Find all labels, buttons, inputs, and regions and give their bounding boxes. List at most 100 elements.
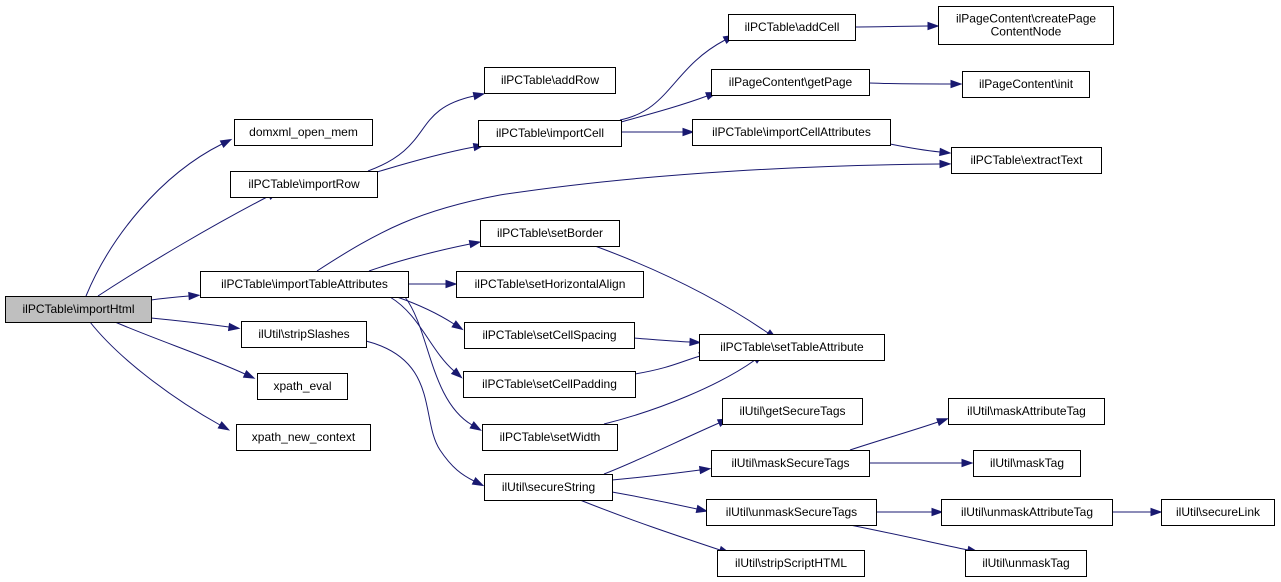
- edge-addCell-to-createPageContentNode: [854, 21, 940, 31]
- node-importCell[interactable]: ilPCTable\importCell: [478, 120, 622, 147]
- node-box: [717, 550, 865, 577]
- node-label: ilPCTable\importTableAttributes: [221, 277, 388, 291]
- node-label: ilUtil\stripSlashes: [258, 327, 349, 341]
- node-label: domxml_open_mem: [249, 125, 358, 139]
- node-importRow[interactable]: ilPCTable\importRow: [230, 171, 378, 198]
- node-label: ilPCTable\extractText: [970, 153, 1083, 167]
- node-box: [241, 321, 367, 348]
- node-label: ilPCTable\importCellAttributes: [712, 125, 871, 139]
- node-box: [484, 474, 613, 501]
- node-extractText[interactable]: ilPCTable\extractText: [951, 147, 1102, 174]
- edge-setCellPadding-to-setTableAttribute: [634, 352, 712, 375]
- node-unmaskSecureTags[interactable]: ilUtil\unmaskSecureTags: [706, 499, 877, 526]
- node-label: ilPCTable\addCell: [745, 20, 840, 34]
- edge-secureString-to-maskSecureTags: [611, 465, 712, 481]
- node-importTableAttributes[interactable]: ilPCTable\importTableAttributes: [200, 271, 409, 298]
- edge-importHtml-to-importTableAttributes: [150, 291, 201, 301]
- node-box: [464, 322, 635, 349]
- node-setWidth[interactable]: ilPCTable\setWidth: [482, 424, 618, 451]
- node-box: [456, 271, 644, 298]
- edge-stripSlashes-to-secureString: [365, 340, 485, 487]
- node-label: ilPCTable\setBorder: [497, 226, 603, 240]
- edge-maskSecureTags-to-maskAttributeTag: [849, 418, 949, 451]
- node-addCell[interactable]: ilPCTable\addCell: [728, 14, 856, 41]
- node-box: [692, 119, 891, 146]
- edge-importCell-to-importCellAttributes: [621, 127, 695, 137]
- node-box: [728, 14, 856, 41]
- edge-unmaskSecureTags-to-unmaskAttributeTag: [875, 507, 944, 517]
- node-box: [5, 296, 152, 323]
- node-setCellPadding[interactable]: ilPCTable\setCellPadding: [463, 371, 636, 398]
- node-label: ilUtil\secureString: [502, 480, 595, 494]
- node-secureLink[interactable]: ilUtil\secureLink: [1161, 499, 1275, 526]
- node-label: ilPCTable\setWidth: [500, 430, 601, 444]
- node-label: ilUtil\maskAttributeTag: [967, 404, 1086, 418]
- node-stripScriptHTML[interactable]: ilUtil\stripScriptHTML: [717, 550, 865, 577]
- edge-unmaskSecureTags-to-unmaskTag: [849, 524, 980, 555]
- node-box: [230, 171, 378, 198]
- node-maskSecureTags[interactable]: ilUtil\maskSecureTags: [711, 450, 870, 477]
- node-xpath_new_context[interactable]: xpath_new_context: [236, 424, 371, 451]
- node-setTableAttribute[interactable]: ilPCTable\setTableAttribute: [699, 334, 885, 361]
- edge-importRow-to-importCell: [376, 142, 486, 173]
- node-label: ilUtil\stripScriptHTML: [735, 556, 847, 570]
- node-stripSlashes[interactable]: ilUtil\stripSlashes: [241, 321, 367, 348]
- node-addRow[interactable]: ilPCTable\addRow: [484, 67, 616, 94]
- node-label: ilPageContent\createPage: [956, 12, 1096, 26]
- node-init[interactable]: ilPageContent\init: [962, 71, 1090, 98]
- node-xpath_eval[interactable]: xpath_eval: [257, 373, 348, 400]
- node-label: ilPCTable\setHorizontalAlign: [475, 277, 626, 291]
- nodes-layer: ilPCTable\importHtml domxml_open_mem ilPCT…: [5, 6, 1275, 577]
- node-getSecureTags[interactable]: ilUtil\getSecureTags: [722, 398, 863, 425]
- node-label: ilPCTable\setTableAttribute: [720, 340, 864, 354]
- node-box: [200, 271, 409, 298]
- edge-importTableAttributes-to-extractText: [316, 159, 952, 272]
- node-box: [463, 371, 636, 398]
- node-secureString[interactable]: ilUtil\secureString: [484, 474, 613, 501]
- node-box: [478, 120, 622, 147]
- node-setBorder[interactable]: ilPCTable\setBorder: [480, 220, 620, 247]
- node-box: [480, 220, 620, 247]
- edge-importCell-to-getPage: [620, 92, 718, 123]
- edge-importRow-to-addRow: [367, 91, 486, 172]
- edge-importTableAttributes-to-setBorder: [368, 239, 482, 272]
- node-label: xpath_eval: [273, 379, 331, 393]
- edge-maskSecureTags-to-maskTag: [869, 458, 974, 468]
- node-box: [711, 69, 870, 96]
- node-label: ilUtil\secureLink: [1176, 505, 1261, 519]
- node-label: ilPCTable\setCellSpacing: [482, 328, 616, 342]
- node-box: [699, 334, 885, 361]
- node-importHtml[interactable]: ilPCTable\importHtml: [5, 296, 152, 323]
- node-label: ilPCTable\setCellPadding: [482, 377, 617, 391]
- node-maskTag[interactable]: ilUtil\maskTag: [973, 450, 1081, 477]
- node-box: [1161, 499, 1275, 526]
- edge-setCellSpacing-to-setTableAttribute: [633, 337, 702, 347]
- node-box: [484, 67, 616, 94]
- node-unmaskTag[interactable]: ilUtil\unmaskTag: [965, 550, 1087, 577]
- node-box: [941, 499, 1113, 526]
- edge-importHtml-to-xpath_new_context: [89, 321, 231, 431]
- node-box: [948, 398, 1105, 425]
- edge-secureString-to-getSecureTags: [603, 418, 730, 475]
- node-label: ilPCTable\importHtml: [22, 302, 134, 316]
- edge-importTableAttributes-to-setWidth: [404, 296, 482, 431]
- node-unmaskAttributeTag[interactable]: ilUtil\unmaskAttributeTag: [941, 499, 1113, 526]
- edge-importHtml-to-domxml_open_mem: [85, 138, 233, 297]
- node-box: [965, 550, 1087, 577]
- node-box: [722, 398, 863, 425]
- node-label: ilPCTable\importRow: [248, 177, 360, 191]
- node-getPage[interactable]: ilPageContent\getPage: [711, 69, 870, 96]
- node-importCellAttributes[interactable]: ilPCTable\importCellAttributes: [692, 119, 891, 146]
- node-label: ilUtil\unmaskSecureTags: [726, 505, 857, 519]
- node-label: ilPCTable\importCell: [496, 126, 604, 140]
- node-maskAttributeTag[interactable]: ilUtil\maskAttributeTag: [948, 398, 1105, 425]
- node-setCellSpacing[interactable]: ilPCTable\setCellSpacing: [464, 322, 635, 349]
- node-label: ilUtil\unmaskAttributeTag: [961, 505, 1093, 519]
- node-setHorizontalAlign[interactable]: ilPCTable\setHorizontalAlign: [456, 271, 644, 298]
- node-domxml_open_mem[interactable]: domxml_open_mem: [234, 119, 373, 146]
- node-label: ilPageContent\getPage: [729, 75, 853, 89]
- node-box: [711, 450, 870, 477]
- edge-importHtml-to-stripSlashes: [150, 317, 241, 332]
